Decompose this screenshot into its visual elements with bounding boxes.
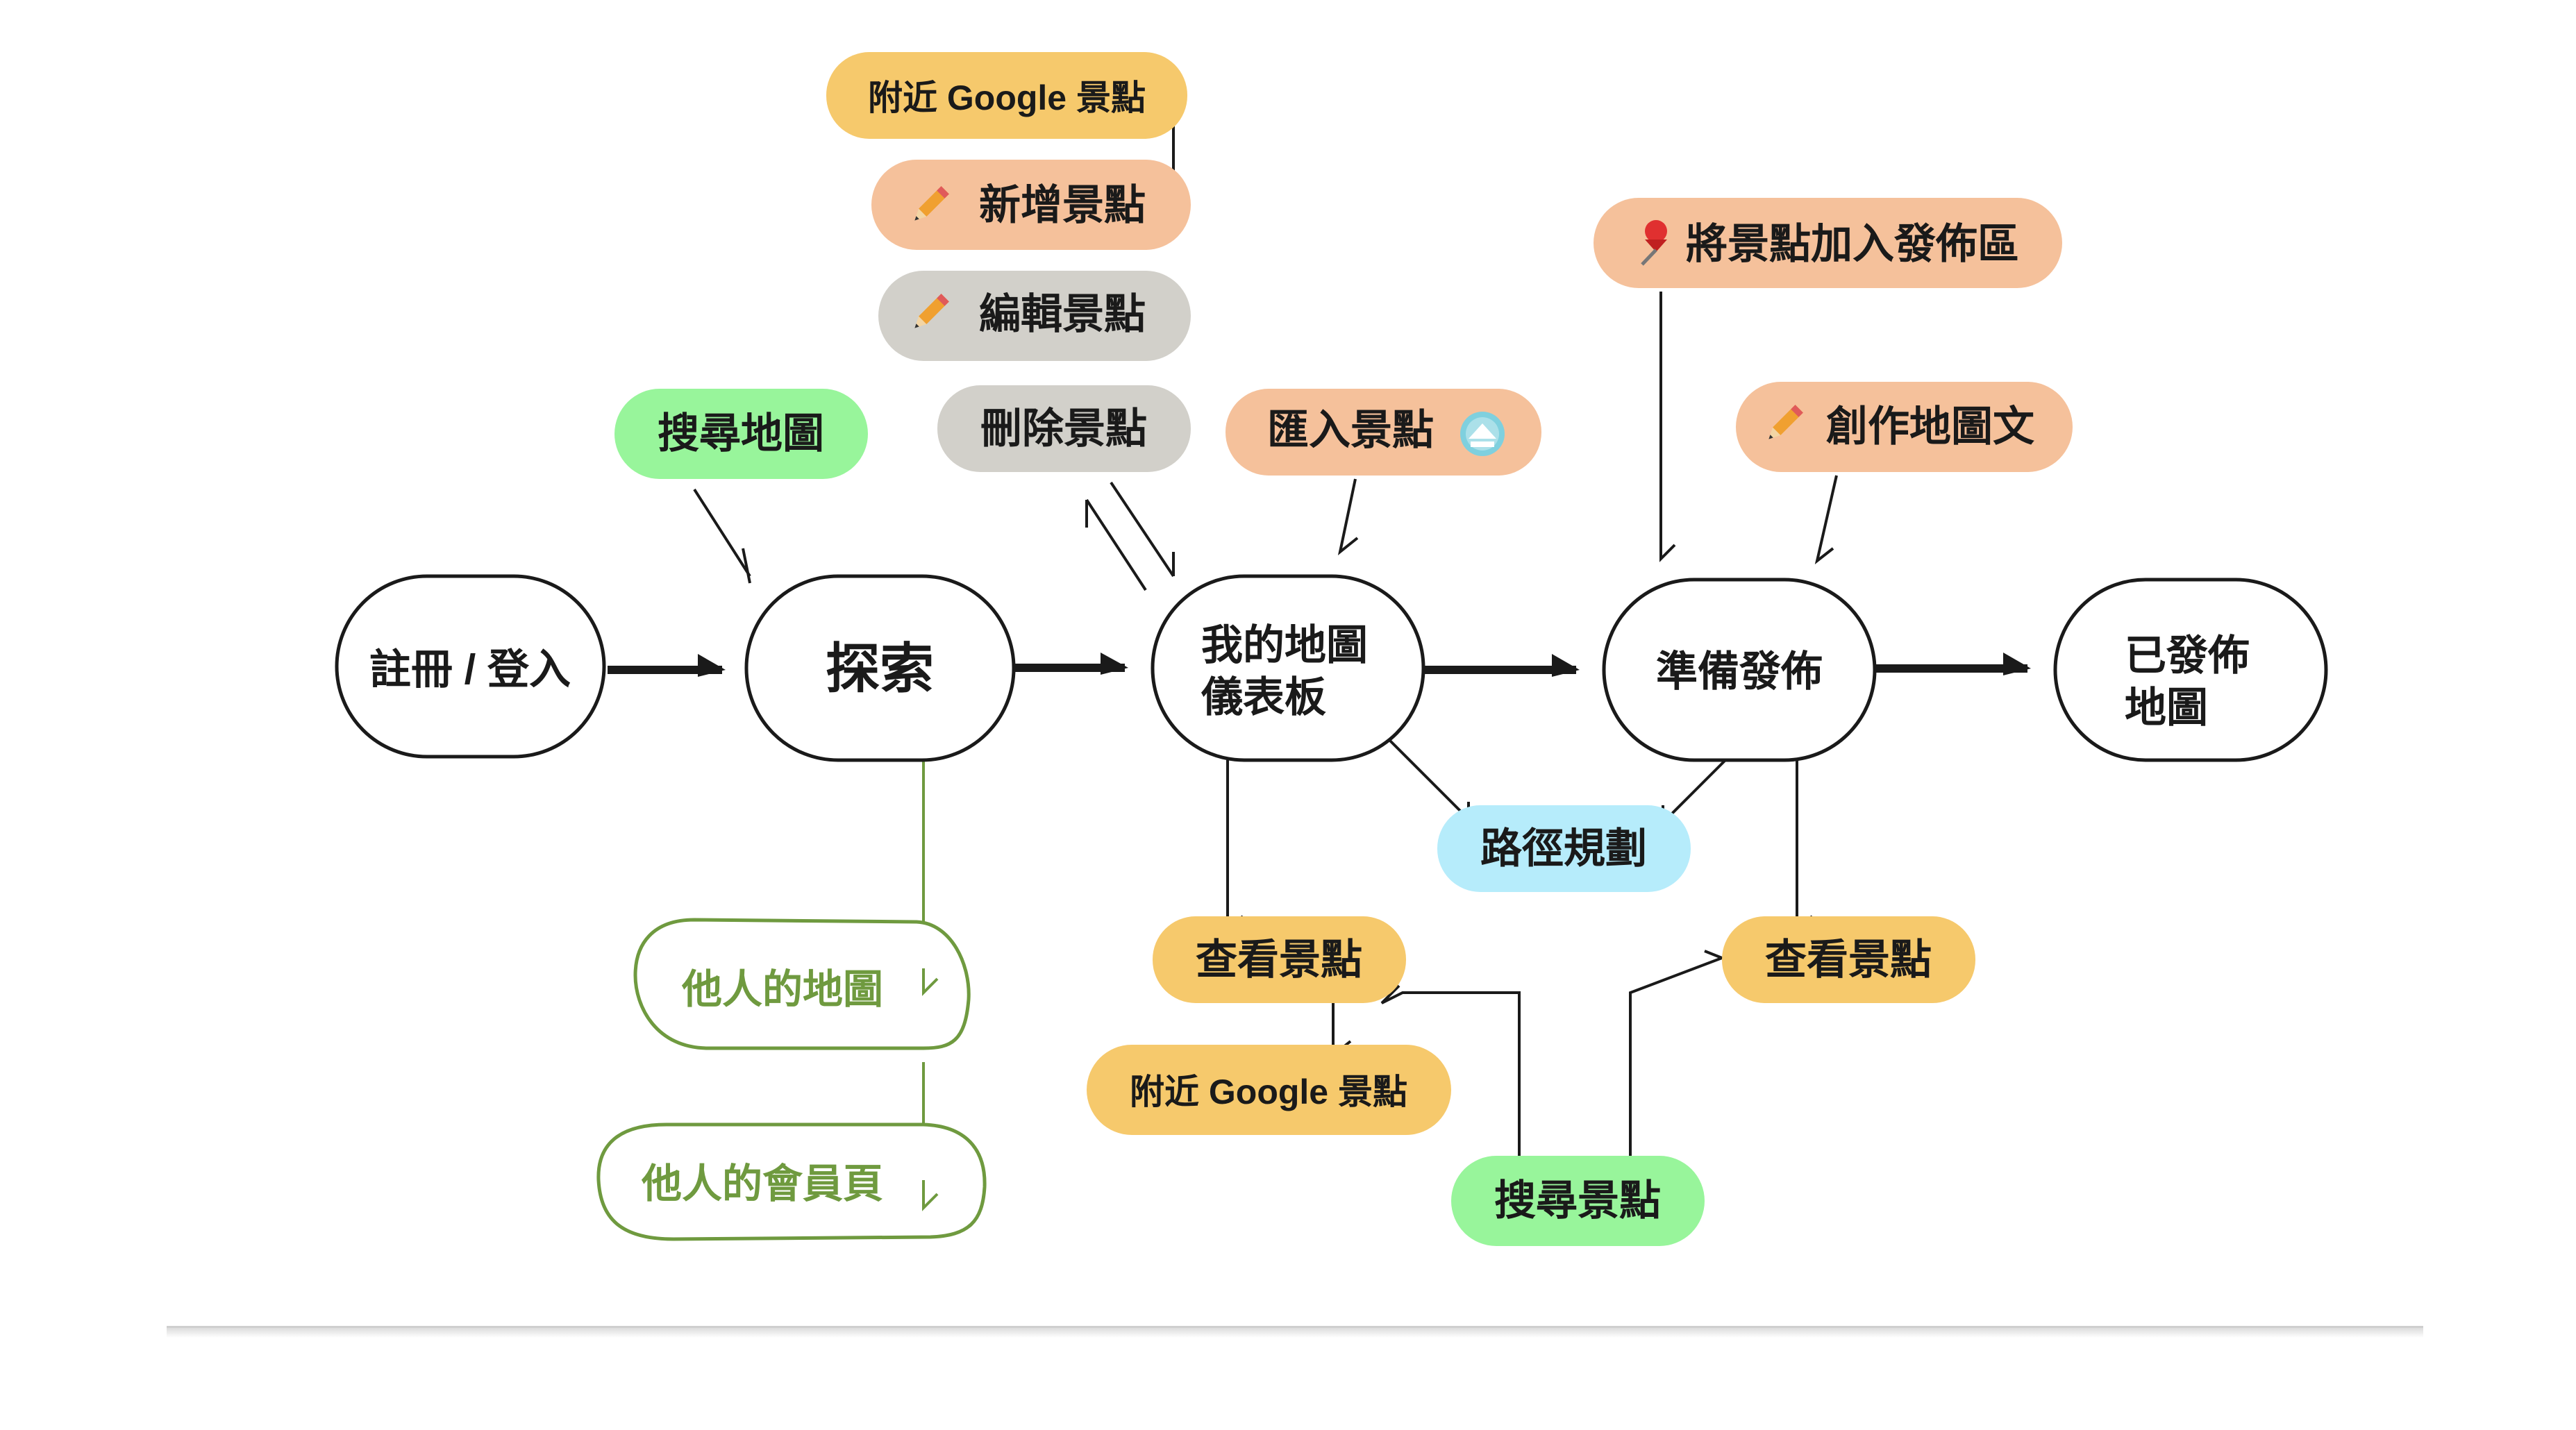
line-import-to-dashboard (1337, 478, 1359, 556)
action-nearby-google-top-label: 附近 Google 景點 (868, 78, 1146, 117)
action-others-map[interactable]: 他人的地圖 (633, 918, 971, 1050)
action-create-article[interactable]: 創作地圖文 (1736, 382, 2073, 472)
line-dashboard-to-route (1387, 738, 1470, 823)
stage-published-label-2: 地圖 (2125, 684, 2208, 731)
main-flow-arrows (608, 653, 2031, 677)
action-others-profile[interactable]: 他人的會員頁 (596, 1122, 987, 1241)
pencil-icon (914, 294, 949, 328)
stage-prepare[interactable]: 準備發佈 (1602, 578, 1877, 762)
action-route-planning[interactable]: 路徑規劃 (1437, 805, 1691, 892)
action-nearby-google-bottom-label: 附近 Google 景點 (1130, 1072, 1407, 1111)
line-delete-to-dashboard-a (1110, 481, 1175, 578)
action-delete-spot[interactable]: 刪除景點 (937, 385, 1191, 472)
line-search-spot-to-view-right (1629, 950, 1726, 1156)
stage-dashboard[interactable]: 我的地圖 儀表板 (1151, 574, 1425, 762)
stage-explore-label: 探索 (826, 638, 934, 699)
line-prepare-to-view-right (1796, 760, 1814, 934)
action-add-spot-label: 新增景點 (979, 182, 1146, 228)
upload-icon (1460, 412, 1505, 456)
action-view-spot-left[interactable]: 查看景點 (1153, 916, 1406, 1003)
action-search-map[interactable]: 搜尋地圖 (614, 389, 868, 479)
stage-dashboard-label-1: 我的地圖 (1201, 622, 1368, 668)
action-add-to-publish-label: 將景點加入發佈區 (1686, 221, 2019, 267)
pushpin-icon (1641, 220, 1667, 266)
stage-register-label: 註冊 / 登入 (369, 646, 571, 693)
action-view-spot-right[interactable]: 查看景點 (1722, 916, 1975, 1003)
action-add-spot[interactable]: 新增景點 (871, 160, 1191, 250)
stage-explore[interactable]: 探索 (744, 574, 1016, 762)
pencil-icon (914, 186, 949, 221)
action-nearby-google-bottom[interactable]: 附近 Google 景點 (1087, 1045, 1451, 1135)
line-search-map-to-explore (693, 488, 751, 584)
action-route-planning-label: 路徑規劃 (1480, 825, 1647, 872)
line-dashboard-to-view-left (1226, 760, 1244, 934)
explore-branch-arrowheads (922, 968, 939, 1211)
stage-published[interactable]: 已發佈 地圖 (2053, 578, 2328, 762)
action-create-article-label: 創作地圖文 (1826, 403, 2034, 450)
baseline-divider (167, 1326, 2423, 1338)
stage-prepare-label: 準備發佈 (1656, 648, 1823, 695)
action-others-profile-label: 他人的會員頁 (641, 1161, 883, 1206)
action-import-spot[interactable]: 匯入景點 (1226, 389, 1541, 476)
action-search-map-label: 搜尋地圖 (658, 410, 824, 457)
action-delete-spot-label: 刪除景點 (980, 405, 1147, 452)
action-edit-spot[interactable]: 編輯景點 (878, 271, 1191, 361)
action-others-map-label: 他人的地圖 (681, 967, 883, 1012)
action-search-spot-label: 搜尋景點 (1494, 1177, 1661, 1224)
line-search-spot-to-view-left (1380, 984, 1521, 1156)
action-search-spot[interactable]: 搜尋景點 (1451, 1156, 1705, 1246)
line-publish-to-prepare (1659, 292, 1676, 562)
action-nearby-google-top[interactable]: 附近 Google 景點 (826, 52, 1187, 139)
stage-dashboard-label-2: 儀表板 (1201, 674, 1326, 721)
action-view-spot-left-label: 查看景點 (1196, 936, 1362, 983)
action-import-spot-label: 匯入景點 (1267, 407, 1434, 453)
line-delete-to-dashboard-b (1085, 498, 1147, 591)
action-edit-spot-label: 編輯景點 (979, 291, 1146, 337)
action-add-to-publish[interactable]: 將景點加入發佈區 (1594, 198, 2062, 288)
action-view-spot-right-label: 查看景點 (1765, 936, 1932, 983)
line-article-to-prepare (1814, 475, 1838, 565)
stage-register[interactable]: 註冊 / 登入 (335, 574, 606, 759)
stage-published-label-1: 已發佈 (2125, 632, 2250, 679)
